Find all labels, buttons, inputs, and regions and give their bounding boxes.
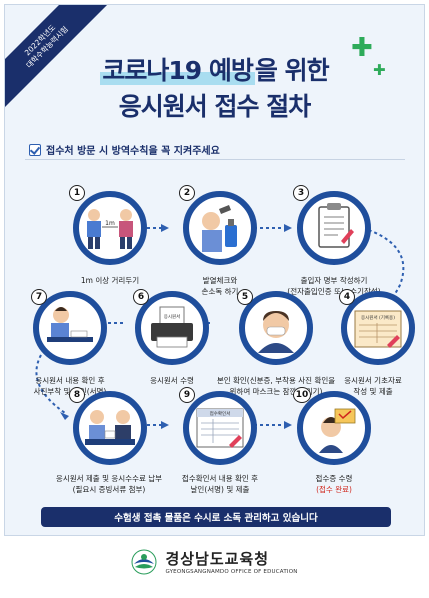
step-3-number: 3 [293,185,309,201]
title-rest: 을 위한 [254,56,330,85]
step-3-label: 출입자 명부 작성하기 [300,276,368,285]
confirmation-form-icon: 접수확인서 [196,408,244,448]
notice-text: 접수처 방문 시 방역수칙을 꼭 지켜주세요 [46,146,220,157]
printer-paper-label: 응시원서 [164,313,181,320]
distance-label: 1m [105,220,115,227]
step-3-label2: (전자출입인증 또는 수기작성) [287,287,381,296]
step-5-circle [239,291,313,365]
step-1-circle: 1m [73,191,147,265]
step-4-caption: 응시원서 기초자료 작성 및 제출 [313,375,424,397]
step-2-circle [183,191,257,265]
footer: 경상남도교육청 GYEONGSANGNAMDO OFFICE OF EDUCAT… [0,548,429,575]
step-2-caption: 발열체크와 손소독 하기 [155,275,285,297]
plus-icon: ✚ [351,33,373,63]
confirmation-form-title: 접수확인서 [210,410,231,417]
step-9-label2: 날인(서명) 및 제출 [190,485,250,494]
step-5-number: 5 [237,289,253,305]
step-3-circle [297,191,371,265]
step-4-label2: 작성 및 제출 [353,387,393,396]
printer-icon: 응시원서 [151,306,193,348]
step-7-label: 응시원서 내용 확인 후 [35,376,105,385]
step-4-number: 4 [339,289,355,305]
step-10-caption: 접수증 수령 (접수 완료) [269,473,399,495]
step-3-caption: 출입자 명부 작성하기 (전자출입인증 또는 수기작성) [269,275,399,297]
counter-payment-icon [85,410,135,445]
education-office-logo-icon [131,549,157,574]
step-1-number: 1 [69,185,85,201]
temperature-check-icon [202,205,237,252]
step-7-circle [33,291,107,365]
title-line1: 코로나19 예방을 위한 [5,51,424,87]
step-2-number: 2 [179,185,195,201]
step-10-label2: (접수 완료) [316,485,352,494]
step-9-circle: 접수확인서 [183,391,257,465]
step-8-label2: (필요시 증빙서류 첨부) [72,485,146,494]
distance-people-icon: 1m [87,209,133,249]
title-line2: 응시원서 접수 절차 [118,92,311,121]
application-form-icon: 응시원서 (기록용) [354,310,402,348]
step-9-caption: 접수확인서 내용 확인 후 날인(서명) 및 제출 [155,473,285,495]
step-6-caption: 응시원서 수령 [107,375,237,386]
form-title: 응시원서 (기록용) [361,314,395,321]
step-6-label: 응시원서 수령 [150,376,194,385]
step-8-caption: 응시원서 제출 및 응시수수료 납부 (필요시 증빙서류 첨부) [39,473,179,495]
writing-desk-icon [47,307,93,342]
org-name-korean: 경상남도교육청 [165,550,270,568]
step-5-caption: 본인 확인(신분증, 부착용 사진 확인을 위하여 마스크는 잠깐 내리기) [205,375,347,397]
plus-icon-small: ✚ [373,61,386,79]
step-6-circle: 응시원서 [135,291,209,365]
step-1-caption: 1m 이상 거리두기 [45,275,175,286]
disinfection-notice-bar: 수험생 접촉 물품은 수시로 소독 관리하고 있습니다 [41,507,391,527]
step-5-label2: 위하여 마스크는 잠깐 내리기) [229,387,323,396]
step-8-number: 8 [69,387,85,403]
receipt-person-icon [319,408,356,453]
divider [25,159,405,160]
step-8-label: 응시원서 제출 및 응시수수료 납부 [55,474,163,483]
step-5-label: 본인 확인(신분증, 부착용 사진 확인을 [216,376,336,385]
checkbox-icon [29,143,41,156]
step-10-label: 접수증 수령 [315,474,353,483]
notice: 접수처 방문 시 방역수칙을 꼭 지켜주세요 [29,142,220,157]
step-10-number: 10 [293,387,311,403]
title-highlight: 코로나19 예방 [100,56,255,85]
person-mask-icon [258,311,294,353]
org-name-english: GYEONGSANGNAMDO OFFICE OF EDUCATION [165,569,298,575]
step-10-circle [297,391,371,465]
step-7-number: 7 [31,289,47,305]
footer-text: 경상남도교육청 GYEONGSANGNAMDO OFFICE OF EDUCAT… [165,548,297,575]
poster: 2022학년도 대학수학능력시험 코로나19 예방을 위한 응시원서 접수 절차… [4,4,425,536]
step-9-label: 접수확인서 내용 확인 후 [181,474,259,483]
step-4-circle: 응시원서 (기록용) [341,291,415,365]
step-6-number: 6 [133,289,149,305]
step-4-label: 응시원서 기초자료 [344,376,402,385]
step-2-label2: 손소독 하기 [201,287,239,296]
step-9-number: 9 [179,387,195,403]
step-8-circle [73,391,147,465]
step-1-label: 1m 이상 거리두기 [80,276,140,285]
step-2-label: 발열체크와 [202,276,238,285]
clipboard-icon [318,203,354,248]
